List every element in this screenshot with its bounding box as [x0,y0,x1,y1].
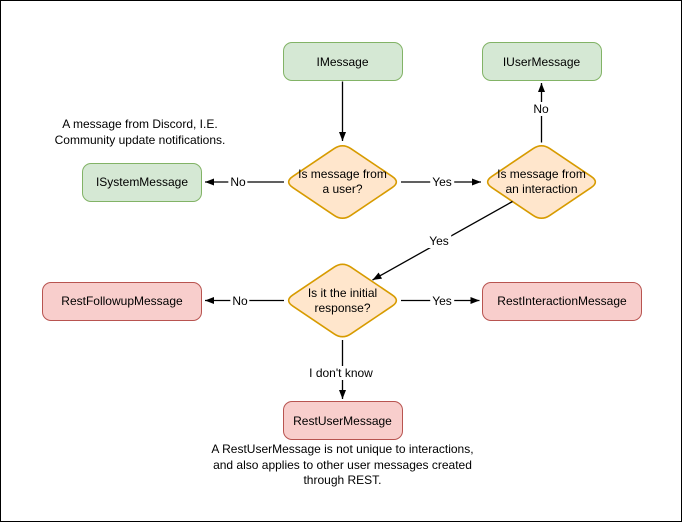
decision-initial-response-shape [287,263,398,338]
decision-from-user-label: Is message from a user? [298,167,387,196]
decision-from-user-shape [287,145,398,219]
edge-label-user-yes: Yes [430,175,454,189]
node-restusermessage: RestUserMessage [282,401,403,440]
node-restinteractionmessage: RestInteractionMessage [482,281,642,321]
edge-label-initial-no: No [230,293,250,308]
edge-label-interaction-no: No [531,102,551,116]
edge-label-interaction-yes: Yes [427,234,451,248]
decision-from-interaction-label: Is message from an interaction [497,167,586,196]
node-restfollowupmessage: RestFollowupMessage [42,281,202,321]
edge-label-user-no: No [228,175,248,189]
edge-label-initial-unknown: I don't know [307,366,375,380]
annotation-restusermessage-note: A RestUserMessage is not unique to inter… [211,442,474,487]
decision-initial-response-label: Is it the initial response? [307,285,378,315]
decision-from-interaction-shape [486,145,597,219]
node-iusermessage: IUserMessage [481,42,602,81]
node-isystemmessage: ISystemMessage [82,162,202,202]
node-imessage: IMessage [282,42,403,81]
annotation-isystemmessage-note: A message from Discord, I.E. Community u… [54,117,226,147]
edge-label-initial-yes: Yes [430,293,454,308]
